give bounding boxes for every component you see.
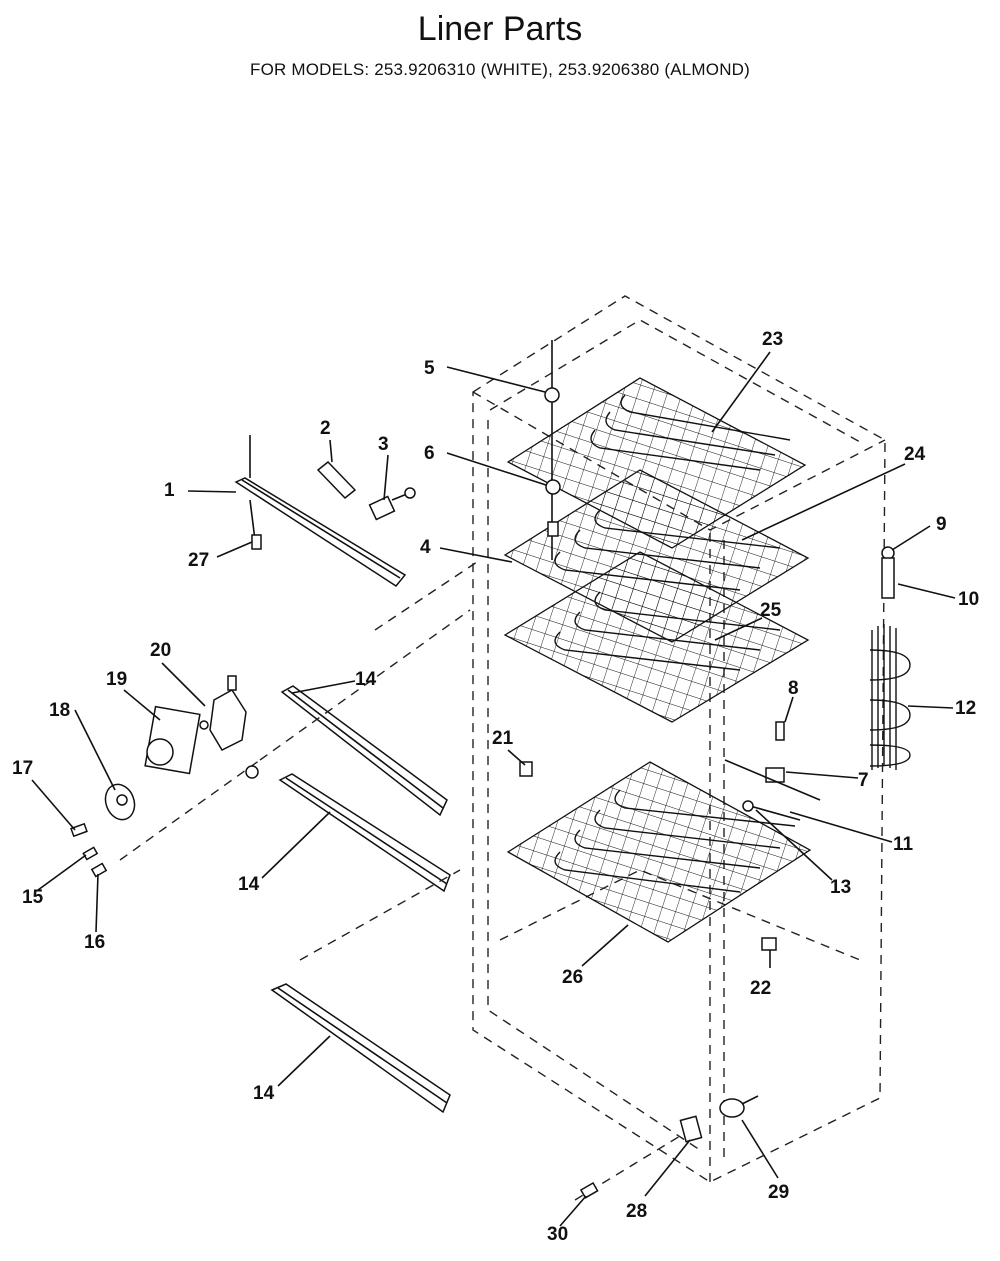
callout-9: 9 — [936, 514, 947, 535]
screw-8 — [775, 721, 785, 741]
callout-20: 20 — [150, 640, 171, 661]
condenser-coil-12 — [869, 624, 911, 770]
screw-17 — [70, 822, 88, 838]
callout-21: 21 — [492, 728, 514, 749]
callout-23: 23 — [762, 329, 783, 350]
callout-18: 18 — [49, 700, 70, 721]
callout-8: 8 — [788, 678, 799, 699]
fan-assembly — [70, 675, 259, 878]
bracket-7 — [765, 767, 785, 783]
washer-6 — [545, 479, 561, 495]
cap-9 — [881, 546, 895, 560]
callout-22: 22 — [750, 978, 771, 999]
callout-16: 16 — [84, 932, 105, 953]
clip-21 — [519, 761, 533, 777]
side-components — [869, 546, 911, 770]
fan-motor-20 — [209, 689, 247, 751]
small-hardware — [519, 721, 821, 951]
callout-1: 1 — [164, 480, 175, 501]
callout-14-upper: 14 — [355, 669, 377, 690]
callout-7: 7 — [858, 770, 869, 791]
callout-labels: 5 6 4 1 27 2 3 23 24 9 10 12 25 8 7 11 1… — [12, 329, 979, 1245]
callout-26: 26 — [562, 967, 583, 988]
hinge-28 — [679, 1115, 703, 1143]
rail-14-upper — [280, 685, 448, 817]
shelf-support-rod — [544, 340, 561, 560]
screw-15 — [82, 846, 99, 861]
tube-2 — [316, 460, 357, 500]
page-title: Liner Parts — [417, 10, 583, 48]
callout-25: 25 — [760, 600, 782, 621]
wire-shelf-25 — [503, 551, 810, 723]
callout-17: 17 — [12, 758, 33, 779]
callout-13: 13 — [830, 877, 851, 898]
screw-16 — [90, 862, 108, 878]
wire-shelf-23 — [506, 377, 807, 549]
callout-11: 11 — [893, 834, 914, 855]
callout-4: 4 — [420, 537, 431, 558]
tube-10 — [881, 557, 895, 599]
clip-22 — [761, 937, 777, 951]
models-subtitle: FOR MODELS: 253.9206310 (WHITE), 253.920… — [249, 60, 751, 79]
callout-14-lower: 14 — [253, 1083, 275, 1104]
cap-nut-5 — [544, 387, 560, 403]
connector-3 — [368, 487, 416, 521]
callout-15: 15 — [22, 887, 44, 908]
screw-4-top — [547, 521, 559, 537]
wire-shelf-26 — [506, 761, 812, 943]
roller-29 — [719, 1098, 745, 1118]
callout-29: 29 — [768, 1182, 789, 1203]
callout-30: 30 — [547, 1224, 568, 1245]
leader-lines — [31, 351, 956, 1227]
callout-14-middle: 14 — [238, 874, 260, 895]
callout-2: 2 — [320, 418, 331, 439]
callout-10: 10 — [958, 589, 979, 610]
rail-14-lower — [270, 983, 451, 1114]
bottom-hardware — [579, 1095, 759, 1199]
callout-19: 19 — [106, 669, 127, 690]
grommet-13 — [742, 800, 754, 812]
callout-12: 12 — [955, 698, 976, 719]
callout-28: 28 — [626, 1201, 647, 1222]
callout-27: 27 — [188, 550, 209, 571]
callout-3: 3 — [378, 434, 389, 455]
callout-5: 5 — [424, 358, 435, 379]
callout-24: 24 — [904, 444, 926, 465]
rail-14-middle — [278, 773, 451, 893]
callout-6: 6 — [424, 443, 435, 464]
screw-30 — [579, 1182, 599, 1199]
